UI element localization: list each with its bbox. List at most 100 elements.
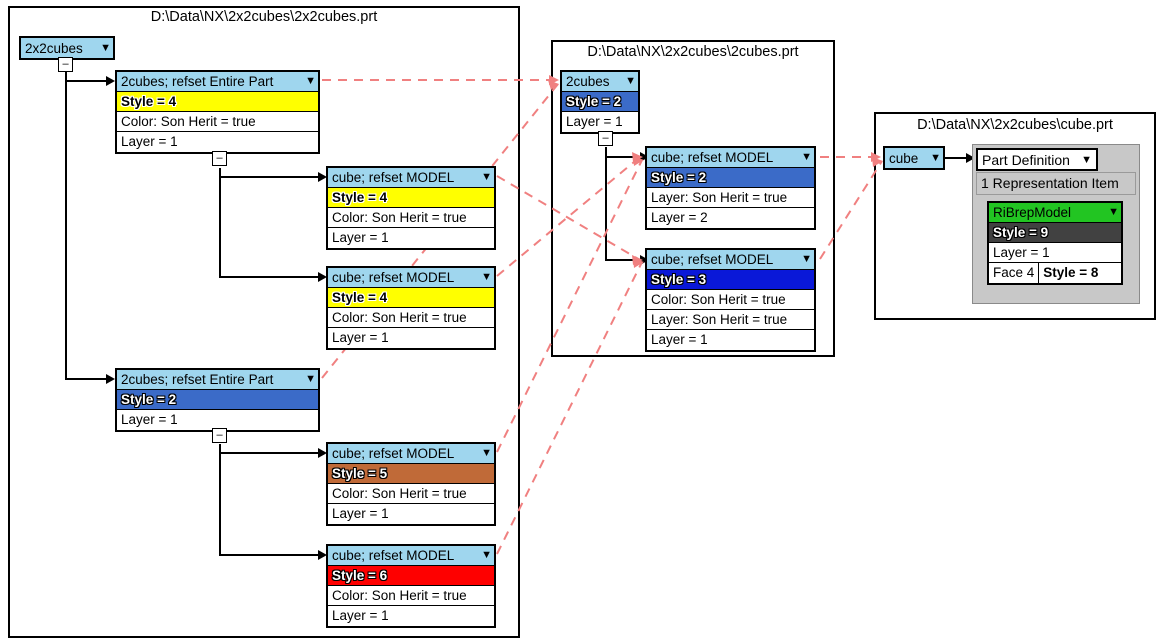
- chevron-down-icon[interactable]: ▼: [481, 447, 492, 459]
- chevron-down-icon[interactable]: ▼: [930, 151, 941, 164]
- node-attr-row: Layer = 1: [332, 230, 389, 245]
- chevron-down-icon[interactable]: ▼: [305, 75, 316, 87]
- representation-item-label: 1 Representation Item: [976, 172, 1136, 195]
- node-cube-model-m1[interactable]: cube; refset MODEL ▼ Style = 2 Layer: So…: [645, 146, 816, 230]
- node-2cubes-entire-part-2[interactable]: 2cubes; refset Entire Part ▼ Style = 2 L…: [115, 368, 320, 432]
- connector-m0-to-m1: [605, 156, 643, 158]
- node-header-label: 2x2cubes: [25, 40, 83, 56]
- connector-n1-to-n1a: [219, 176, 321, 178]
- node-attr-row: Layer = 1: [332, 330, 389, 345]
- node-2cubes-mid[interactable]: 2cubes ▼ Style = 2 Layer = 1: [560, 70, 640, 134]
- chevron-down-icon[interactable]: ▼: [305, 373, 316, 385]
- node-header-label: 2cubes; refset Entire Part: [121, 372, 274, 387]
- node-header-label: cube; refset MODEL: [332, 446, 455, 461]
- node-cube-model-2a[interactable]: cube; refset MODEL ▼ Style = 5 Color: So…: [326, 442, 496, 526]
- part-title-2cubes: D:\Data\NX\2x2cubes\2cubes.prt: [587, 44, 799, 60]
- node-header-label: cube; refset MODEL: [332, 170, 455, 185]
- chevron-down-icon[interactable]: ▼: [1081, 153, 1092, 166]
- node-header[interactable]: cube; refset MODEL ▼: [647, 250, 814, 270]
- connector-n1-to-n1b: [219, 276, 321, 278]
- node-header[interactable]: 2cubes; refset Entire Part ▼: [117, 72, 318, 92]
- chevron-down-icon[interactable]: ▼: [801, 253, 812, 265]
- node-header-label: cube: [889, 150, 919, 166]
- toggle-m0[interactable]: –: [598, 131, 613, 146]
- node-cube-model-2b[interactable]: cube; refset MODEL ▼ Style = 6 Color: So…: [326, 544, 496, 628]
- node-cube-right[interactable]: cube ▼: [883, 146, 945, 170]
- toggle-n1[interactable]: –: [212, 151, 227, 166]
- node-style-row: Style = 4: [117, 92, 318, 112]
- node-header[interactable]: 2x2cubes ▼: [21, 38, 113, 58]
- node-header-label: cube; refset MODEL: [332, 548, 455, 563]
- node-ribrepmodel[interactable]: RiBrepModel ▼ Style = 9 Layer = 1 Face 4…: [987, 201, 1123, 285]
- connector-r0-to-partdef: [945, 157, 973, 159]
- node-header[interactable]: cube; refset MODEL ▼: [328, 546, 494, 566]
- node-style-row: Style = 3: [647, 270, 814, 290]
- chevron-down-icon[interactable]: ▼: [481, 171, 492, 183]
- node-attr-row: Layer = 1: [121, 412, 178, 427]
- node-header[interactable]: RiBrepModel ▼: [989, 203, 1121, 223]
- node-style-row: Style = 2: [562, 92, 638, 112]
- node-style-row: Style = 4: [328, 188, 494, 208]
- node-attr-row: Color: Son Herit = true: [117, 112, 318, 132]
- part-definition-label: Part Definition: [982, 151, 1070, 168]
- toggle-root[interactable]: –: [58, 57, 73, 72]
- connector-root-to-n1: [65, 80, 109, 82]
- arrow-m0-to-m2: [640, 255, 649, 265]
- node-header[interactable]: cube; refset MODEL ▼: [647, 148, 814, 168]
- chevron-down-icon[interactable]: ▼: [801, 151, 812, 163]
- connector-n2-trunk: [219, 444, 221, 556]
- toggle-n2[interactable]: –: [212, 428, 227, 443]
- node-attr-row: Layer = 1: [332, 608, 389, 623]
- node-header[interactable]: cube; refset MODEL ▼: [328, 268, 494, 288]
- arrow-root-to-n2: [106, 374, 115, 384]
- node-style-row: Style = 2: [647, 168, 814, 188]
- node-header[interactable]: cube ▼: [885, 148, 943, 168]
- connector-root-to-n2: [65, 378, 109, 380]
- chevron-down-icon[interactable]: ▼: [100, 41, 111, 54]
- node-attr-row: Color: Son Herit = true: [647, 290, 814, 310]
- arrow-r0-to-partdef: [966, 153, 975, 163]
- arrow-root-to-n1: [106, 76, 115, 86]
- node-attr-row: Layer = 1: [121, 134, 178, 149]
- node-header[interactable]: 2cubes ▼: [562, 72, 638, 92]
- node-cube-model-m2[interactable]: cube; refset MODEL ▼ Style = 3 Color: So…: [645, 248, 816, 352]
- node-attr-row: Layer = 1: [332, 506, 389, 521]
- node-attr-row: Color: Son Herit = true: [328, 208, 494, 228]
- node-attr-row: Layer = 1: [989, 243, 1121, 263]
- node-style-row: Style = 6: [328, 566, 494, 586]
- node-2x2cubes-root[interactable]: 2x2cubes ▼: [19, 36, 115, 60]
- node-attr-row: Color: Son Herit = true: [328, 586, 494, 606]
- face-style-value: Style = 8: [1043, 265, 1099, 280]
- connector-n2-to-n2b: [219, 554, 321, 556]
- chevron-down-icon[interactable]: ▼: [481, 271, 492, 283]
- node-cube-model-1b[interactable]: cube; refset MODEL ▼ Style = 4 Color: So…: [326, 266, 496, 350]
- arrow-n2-to-n2b: [318, 550, 327, 560]
- connector-m0-trunk: [605, 147, 607, 261]
- node-header-label: RiBrepModel: [993, 205, 1072, 220]
- node-style-row: Style = 9: [989, 223, 1121, 243]
- node-header[interactable]: cube; refset MODEL ▼: [328, 444, 494, 464]
- part-definition-box[interactable]: Part Definition ▼: [976, 148, 1098, 171]
- chevron-down-icon[interactable]: ▼: [625, 75, 636, 87]
- node-attr-row: Layer: Son Herit = true: [647, 310, 814, 330]
- node-header[interactable]: cube; refset MODEL ▼: [328, 168, 494, 188]
- chevron-down-icon[interactable]: ▼: [1108, 206, 1119, 218]
- node-cube-model-1a[interactable]: cube; refset MODEL ▼ Style = 4 Color: So…: [326, 166, 496, 250]
- node-style-row: Style = 4: [328, 288, 494, 308]
- node-attr-row: Layer = 2: [651, 210, 708, 225]
- connector-n2-to-n2a: [219, 452, 321, 454]
- node-header-label: cube; refset MODEL: [651, 150, 774, 165]
- node-style-row: Style = 2: [117, 390, 318, 410]
- face-label: Face 4: [989, 263, 1040, 283]
- connector-m0-to-m2: [605, 259, 643, 261]
- node-header[interactable]: 2cubes; refset Entire Part ▼: [117, 370, 318, 390]
- node-header-label: cube; refset MODEL: [332, 270, 455, 285]
- node-header-label: 2cubes; refset Entire Part: [121, 74, 274, 89]
- node-2cubes-entire-part-1[interactable]: 2cubes; refset Entire Part ▼ Style = 4 C…: [115, 70, 320, 154]
- arrow-m0-to-m1: [640, 152, 649, 162]
- node-attr-row: Layer: Son Herit = true: [647, 188, 814, 208]
- chevron-down-icon[interactable]: ▼: [481, 549, 492, 561]
- part-title-2x2cubes: D:\Data\NX\2x2cubes\2x2cubes.prt: [150, 9, 378, 25]
- arrow-n2-to-n2a: [318, 448, 327, 458]
